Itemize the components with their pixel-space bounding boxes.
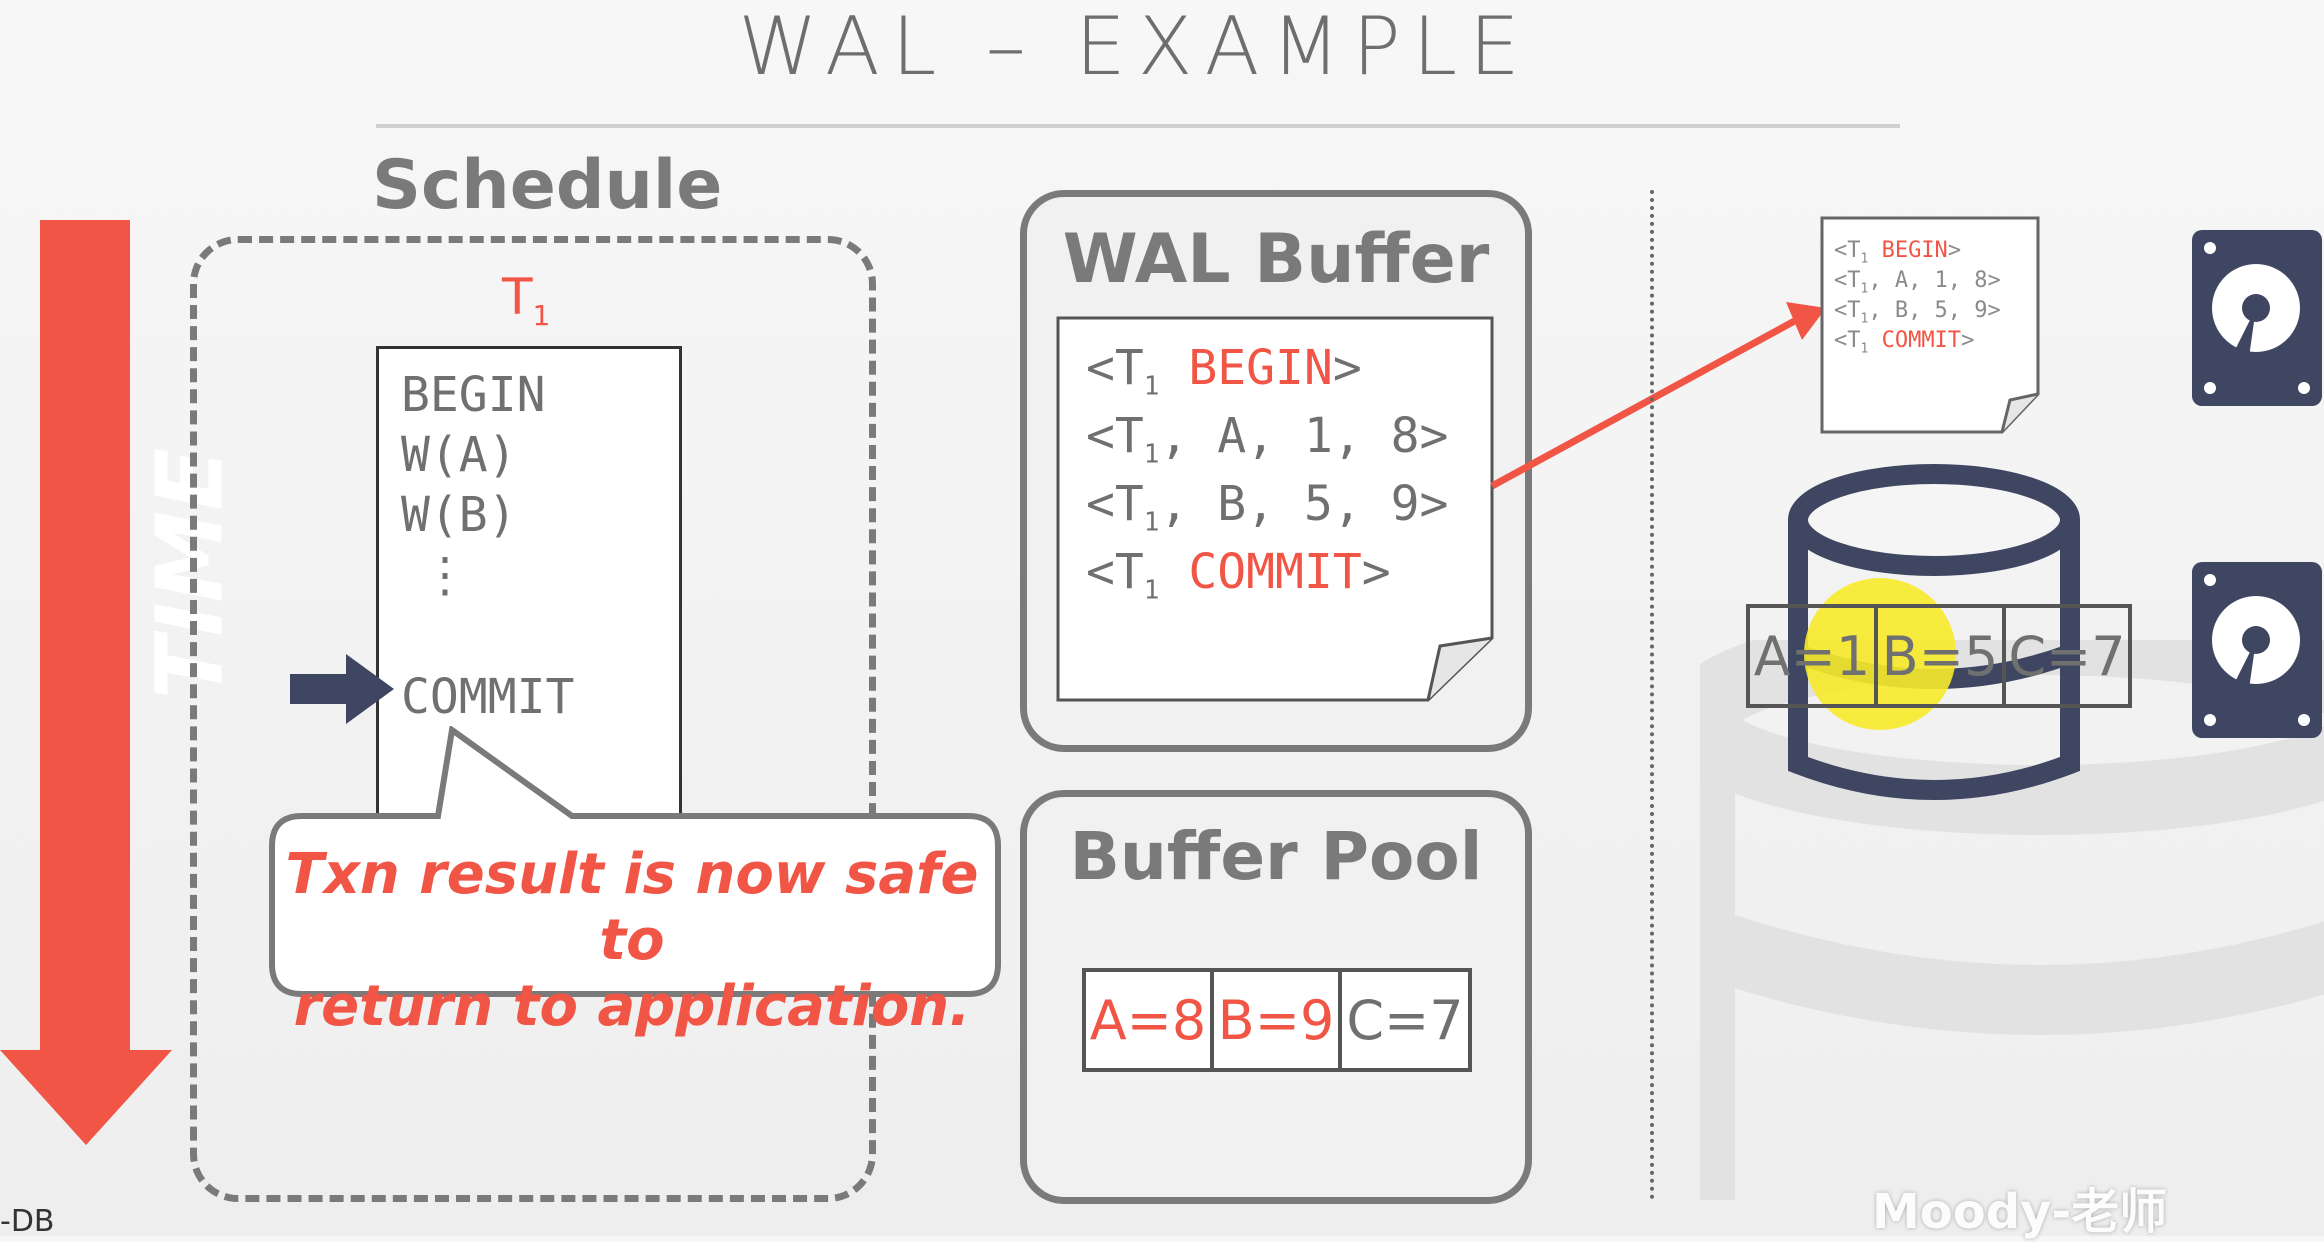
bp-cell-b: B=9	[1214, 972, 1342, 1068]
wal-entry-write-b: <T1, B, 5, 9>	[1086, 476, 1449, 538]
callout-text: Txn result is now safe to return to appl…	[270, 842, 994, 1040]
bp-cell-a: A=8	[1086, 972, 1214, 1068]
cursor-highlight	[1804, 578, 1956, 730]
disk-log-page	[1820, 216, 2040, 434]
memory-disk-separator	[1650, 190, 1654, 1200]
current-step-arrow-icon	[290, 654, 394, 724]
disk-log-entry-begin: <T1 BEGIN>	[1834, 238, 1962, 267]
disk-log-entry-write-a: <T1, A, 1, 8>	[1834, 268, 2001, 297]
op-write-a: W(A)	[401, 427, 517, 483]
op-ellipsis: ⋮	[421, 547, 469, 603]
bp-cell-c: C=7	[1346, 988, 1464, 1052]
background-database-icon	[1700, 640, 2324, 1200]
op-write-b: W(B)	[401, 487, 517, 543]
db-cell-b: B=5	[1878, 608, 2006, 704]
schedule-box	[190, 236, 876, 1202]
op-begin: BEGIN	[401, 367, 546, 423]
wal-entry-commit: <T1 COMMIT>	[1086, 544, 1391, 606]
wal-entry-begin: <T1 BEGIN>	[1086, 340, 1362, 402]
buffer-pool-page: A=8 B=9 C=7	[1082, 968, 1472, 1072]
hard-disk-icon	[2192, 230, 2322, 406]
footer-logo-text: -DB	[0, 1204, 55, 1239]
time-arrow-icon	[0, 220, 172, 1145]
disk-log-entry-commit: <T1 COMMIT>	[1834, 328, 1975, 357]
db-cell-c: C=7	[2008, 624, 2126, 688]
wal-buffer-heading: WAL Buffer	[1062, 220, 1490, 299]
flush-arrow-icon	[1490, 302, 1826, 490]
database-page: A=1 B=5 C=7	[1746, 604, 2132, 708]
callout-line-1: Txn result is now safe to	[285, 842, 979, 973]
schedule-heading: Schedule	[372, 146, 723, 225]
callout-line-2: return to application.	[293, 974, 971, 1039]
wal-entry-write-a: <T1, A, 1, 8>	[1086, 408, 1449, 470]
title-divider	[376, 124, 1900, 128]
txn-label: T1	[502, 268, 551, 332]
buffer-pool-heading: Buffer Pool	[1069, 818, 1483, 895]
wal-log-page	[1056, 316, 1494, 702]
db-cell-a: A=1	[1750, 608, 1878, 704]
disk-log-entry-write-b: <T1, B, 5, 9>	[1834, 298, 2001, 327]
slide-title: WAL – EXAMPLE	[738, 0, 1532, 93]
hard-disk-icon-2	[2192, 562, 2322, 738]
op-commit: COMMIT	[401, 669, 575, 725]
callout-bubble	[269, 726, 1001, 997]
watermark: Moody-老师	[1872, 1184, 2168, 1240]
txn-operations-box: BEGIN W(A) W(B) ⋮ COMMIT	[376, 346, 682, 866]
